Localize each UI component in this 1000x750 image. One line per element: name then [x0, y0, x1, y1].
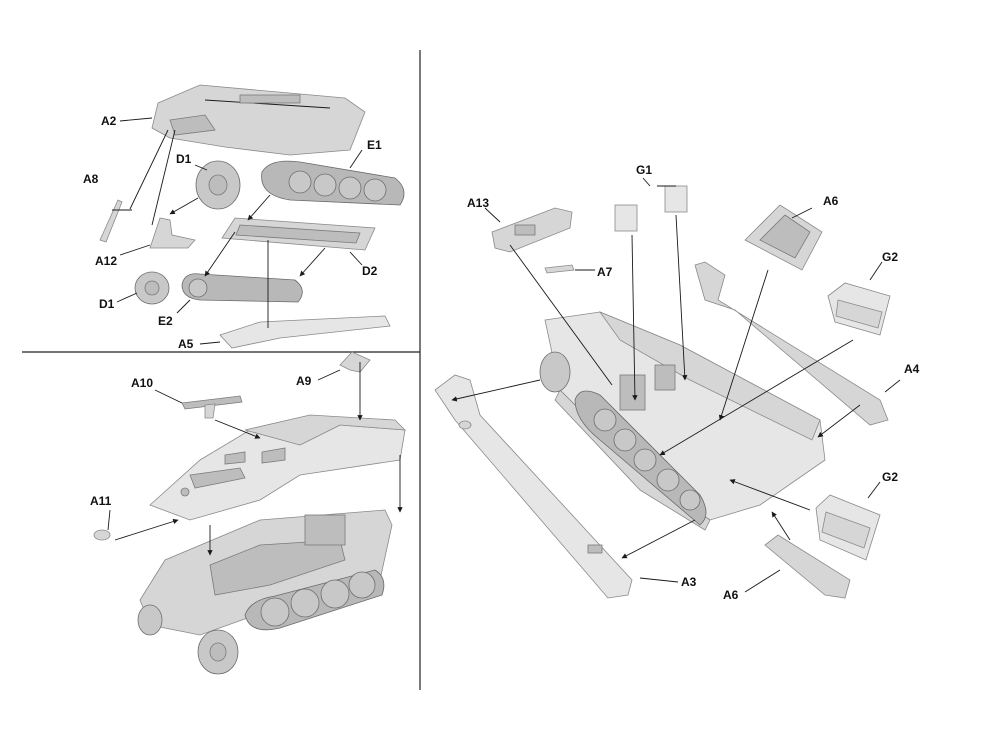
panel-final-assembly: A10 A9 A11 — [90, 351, 407, 675]
part-a2-hull-side — [151, 84, 366, 156]
part-a4-side — [694, 261, 889, 426]
part-a6-seat-top — [744, 204, 823, 271]
label-e2: E2 — [158, 314, 173, 328]
label-a12: A12 — [95, 254, 117, 268]
label-a4: A4 — [904, 362, 920, 376]
label-a8: A8 — [83, 172, 99, 186]
part-d1-bottom-wheel — [134, 271, 170, 305]
part-a3-side — [434, 374, 633, 599]
label-e1: E1 — [367, 138, 382, 152]
running-gear-leaders — [116, 117, 363, 345]
part-a9 — [339, 351, 371, 380]
part-upper-hull — [149, 414, 407, 521]
label-a2: A2 — [101, 114, 117, 128]
part-a11 — [93, 529, 111, 541]
part-a7 — [544, 264, 575, 274]
label-g1: G1 — [636, 163, 652, 177]
panel-interior: G1 A13 A6 G2 A7 A4 G2 A3 A6 — [434, 163, 920, 602]
label-g2-top: G2 — [882, 250, 898, 264]
label-a11: A11 — [90, 494, 112, 508]
part-d1-top-wheel — [195, 160, 241, 210]
label-d1-bottom: D1 — [99, 297, 115, 311]
panel-running-gear: A2 E1 D1 A8 A12 D2 D1 E2 A5 — [83, 84, 405, 351]
part-interior-hull — [539, 311, 826, 531]
part-e2-track — [181, 273, 303, 303]
part-g2-top-ammo — [827, 282, 891, 336]
label-g2-bottom: G2 — [882, 470, 898, 484]
label-a3: A3 — [681, 575, 697, 589]
label-a6-bottom: A6 — [723, 588, 739, 602]
part-a13-dashboard — [491, 207, 573, 253]
label-d1-top: D1 — [176, 152, 192, 166]
part-g1-boxes — [614, 185, 688, 232]
label-a10: A10 — [131, 376, 153, 390]
part-e1-track — [261, 160, 405, 206]
label-a6-top: A6 — [823, 194, 839, 208]
part-g2-bottom-ammo — [815, 494, 881, 561]
label-a13: A13 — [467, 196, 489, 210]
part-a10-machine-gun — [181, 395, 243, 419]
part-a5 — [219, 315, 391, 349]
label-a7: A7 — [597, 265, 613, 279]
part-a8 — [99, 199, 132, 243]
part-a6-seat-bottom — [764, 534, 851, 599]
part-d2-frame — [221, 217, 376, 251]
label-d2: D2 — [362, 264, 378, 278]
label-a9: A9 — [296, 374, 312, 388]
part-a12-suspension — [149, 217, 196, 249]
label-a5: A5 — [178, 337, 194, 351]
interior-leaders — [451, 177, 901, 593]
final-assembly-leaders — [107, 369, 403, 556]
part-lower-hull — [137, 509, 393, 675]
